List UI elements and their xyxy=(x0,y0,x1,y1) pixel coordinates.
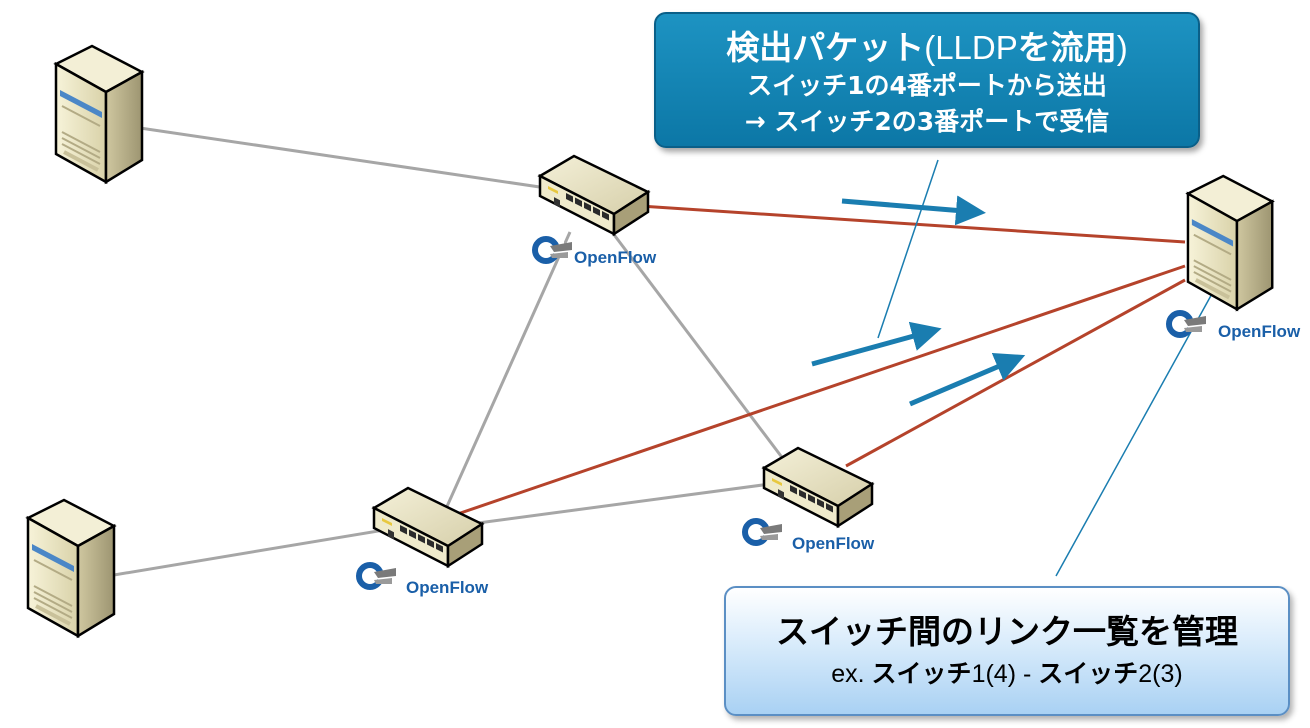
link-server2-switch3 xyxy=(107,528,385,578)
gray-links xyxy=(107,126,792,578)
switch2-label: スイッチ xyxy=(1038,659,1139,688)
link-example-text: ex. スイッチ1(4) - スイッチ2(3) xyxy=(726,654,1288,694)
server-icon xyxy=(1185,174,1275,312)
openflow-flow-text: Flow xyxy=(1261,322,1300,341)
openflow-logo-switch2: OpenFlow xyxy=(745,521,875,553)
title-prefix: 検出パケット xyxy=(726,28,925,67)
switch-icon xyxy=(372,486,484,568)
switch1-label: スイッチ xyxy=(871,659,972,688)
openflow-logo-icon xyxy=(1169,313,1206,335)
link-switch3-switch2 xyxy=(447,482,771,529)
packet-detection-title: 検出パケット(LLDPを流用) xyxy=(656,28,1198,68)
openflow-logo-switch3: OpenFlow xyxy=(359,565,489,597)
openflow-logo-controller: OpenFlow xyxy=(1169,313,1301,341)
openflow-logo-switch1: OpenFlow xyxy=(535,239,657,267)
openflow-logo-icon xyxy=(359,565,396,587)
link-switch2-controller xyxy=(845,278,1186,468)
switch2-port: 2(3) xyxy=(1138,660,1183,688)
switch1-port: 1(4) - xyxy=(971,660,1039,688)
server-icon xyxy=(26,498,116,638)
svg-text:OpenFlow: OpenFlow xyxy=(792,534,875,553)
server-icon xyxy=(54,44,144,184)
callout-pointers xyxy=(877,159,1225,577)
svg-text:OpenFlow: OpenFlow xyxy=(406,578,489,597)
title-mid: を流用 xyxy=(1017,28,1117,67)
example-prefix: ex. xyxy=(831,660,872,688)
link-switch1-switch3 xyxy=(438,231,572,523)
svg-text:OpenFlow: OpenFlow xyxy=(574,248,657,267)
openflow-open-text: Open xyxy=(406,578,449,597)
openflow-flow-text: Flow xyxy=(449,578,488,597)
receive-port-text: → スイッチ2の3番ポートで受信 xyxy=(744,107,1110,136)
openflow-open-text: Open xyxy=(574,248,617,267)
switch-icon xyxy=(538,154,650,236)
link-switch1-controller xyxy=(639,204,1186,244)
packet-arrow-icon xyxy=(841,195,986,226)
packet-arrow-icon xyxy=(909,353,1026,407)
title-paren: (LLDP xyxy=(924,29,1018,66)
svg-text:OpenFlow: OpenFlow xyxy=(1218,322,1301,341)
packet-detection-callout: 検出パケット(LLDPを流用) スイッチ1の4番ポートから送出 → スイッチ2の… xyxy=(654,12,1200,148)
link-list-callout: スイッチ間のリンク一覧を管理 ex. スイッチ1(4) - スイッチ2(3) xyxy=(724,586,1290,716)
packet-arrow-icon xyxy=(811,321,942,367)
top-callout-pointer xyxy=(877,159,939,339)
send-port-text: スイッチ1の4番ポートから送出 xyxy=(747,71,1107,100)
openflow-open-text: Open xyxy=(792,534,835,553)
link-switch1-switch2 xyxy=(610,231,792,469)
link-switch3-controller xyxy=(439,264,1186,522)
openflow-open-text: Open xyxy=(1218,322,1261,341)
openflow-logo-icon xyxy=(745,521,782,543)
openflow-flow-text: Flow xyxy=(617,248,656,267)
link-list-title: スイッチ間のリンク一覧を管理 xyxy=(776,612,1238,651)
packet-arrows xyxy=(811,195,1026,407)
openflow-flow-text: Flow xyxy=(835,534,874,553)
link-server1-switch1 xyxy=(139,126,561,192)
title-close: ) xyxy=(1116,29,1128,66)
